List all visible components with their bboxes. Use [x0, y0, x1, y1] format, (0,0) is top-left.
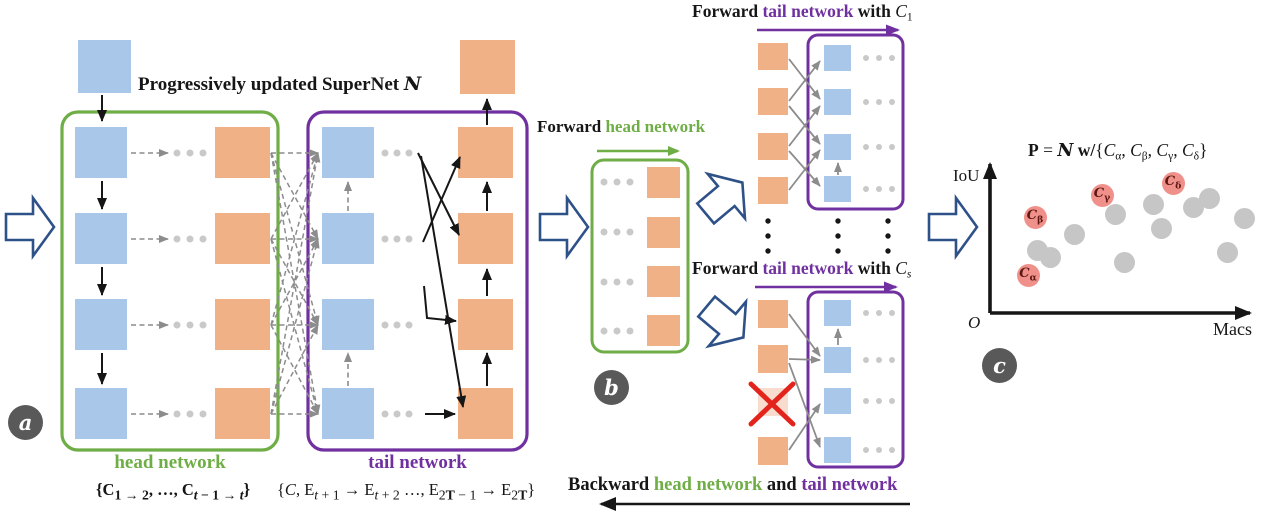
- origin-label: O: [968, 313, 981, 332]
- forward-tail-1-label: Forward tail network with C1: [692, 1, 913, 24]
- scatter-point-label: Cδ: [1164, 174, 1182, 192]
- scatter-point: [1104, 203, 1126, 225]
- pareto-title: P = N w/{Cα, Cβ, Cγ, Cδ}: [1028, 140, 1208, 163]
- scatter-point-label: Cβ: [1026, 208, 1044, 226]
- scatter-point-label: Cα: [1019, 266, 1037, 284]
- panel-b-badge: b: [594, 370, 629, 405]
- scatter-point-selected: Cβ: [1023, 205, 1047, 229]
- scatter-point: [1233, 207, 1255, 229]
- panel-a-badge: a: [8, 405, 43, 440]
- backward-label: Backward head network and tail network: [568, 475, 898, 495]
- scatter-point: [1039, 246, 1061, 268]
- scatter-point-label: Cγ: [1093, 186, 1111, 204]
- y-axis-label: IoU: [953, 166, 980, 185]
- scatter-point-selected: Cα: [1016, 263, 1040, 287]
- scatter-point: [1198, 187, 1220, 209]
- scatter-point-selected: Cγ: [1090, 183, 1114, 207]
- scatter-point: [1216, 241, 1238, 263]
- forward-head-label: Forward head network: [537, 117, 706, 136]
- tail-config-set: {C, Et + 1 → Et + 2 …, E2T − 1 → E2T}: [277, 480, 536, 503]
- scatter-point: [1113, 251, 1135, 273]
- scatter-point: [1150, 217, 1172, 239]
- supernet-title: Progressively updated SuperNet N: [138, 73, 422, 95]
- head-config-set: {C1 → 2, …, Ct − 1 → t}: [96, 480, 251, 503]
- tail-network-label: tail network: [368, 452, 467, 473]
- scatter-point: [1142, 193, 1164, 215]
- scatter-point: [1182, 196, 1204, 218]
- scatter-point-selected: Cδ: [1161, 171, 1185, 195]
- forward-tail-s-label: Forward tail network with Cs: [692, 258, 912, 281]
- x-axis-label: Macs: [1213, 319, 1252, 339]
- head-network-label: head network: [114, 452, 226, 473]
- scatter-point: [1063, 223, 1085, 245]
- panel-c-badge: c: [982, 348, 1017, 383]
